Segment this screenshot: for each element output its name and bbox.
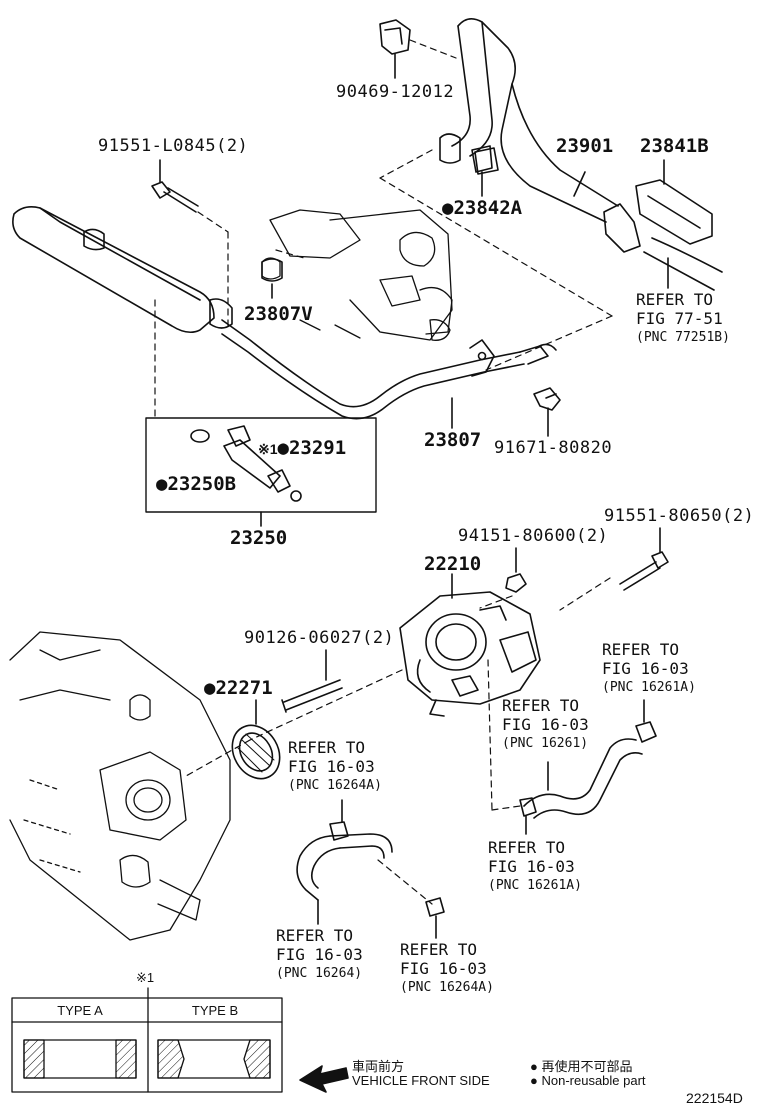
table-header-type-a: TYPE A bbox=[57, 1003, 103, 1018]
clamp-23842A bbox=[471, 145, 493, 197]
figure-id: 222154D bbox=[686, 1090, 743, 1106]
hose-23901 bbox=[439, 18, 619, 223]
clip-90469 bbox=[379, 19, 411, 79]
engine-block bbox=[9, 631, 231, 941]
legend-non-reusable-jp: ● 再使用不可部品 bbox=[530, 1059, 633, 1074]
ref-fig-16-03-16264A-bottom: REFER TO FIG 16-03 (PNC 16264A) bbox=[400, 940, 494, 995]
non-reusable-bullet: ● bbox=[530, 1059, 538, 1074]
ref-fig-16-03-16264A-mid: REFER TO FIG 16-03 (PNC 16264A) bbox=[288, 738, 382, 793]
label-23807V: 23807V bbox=[244, 303, 313, 325]
intake-manifold bbox=[261, 209, 453, 341]
label-91551-L0845: 91551-L0845(2) bbox=[98, 136, 249, 156]
table-note-mark: ※1 bbox=[136, 970, 155, 985]
non-reusable-bullet: ● bbox=[442, 197, 454, 219]
label-23250: 23250 bbox=[230, 527, 288, 549]
nut-94151 bbox=[505, 547, 527, 593]
front-label-en: VEHICLE FRONT SIDE bbox=[352, 1073, 490, 1088]
dashed-leaders bbox=[154, 39, 613, 905]
label-22210: 22210 bbox=[424, 553, 482, 575]
note-mark: ※1 bbox=[258, 441, 278, 457]
front-arrow-icon bbox=[299, 1065, 349, 1093]
table-header-type-b: TYPE B bbox=[191, 1003, 239, 1018]
stud-90126 bbox=[281, 649, 343, 713]
front-label-jp: 車両前方 bbox=[352, 1059, 405, 1074]
legend-non-reusable-en: ● Non-reusable part bbox=[530, 1073, 646, 1088]
label-91551-80650: 91551-80650(2) bbox=[604, 506, 755, 526]
hose-16264 bbox=[296, 799, 445, 939]
label-23807: 23807 bbox=[424, 429, 482, 451]
bushing-23807V bbox=[261, 258, 283, 299]
gasket-22271 bbox=[231, 699, 281, 780]
ref-fig-16-03-16261A-top: REFER TO FIG 16-03 (PNC 16261A) bbox=[602, 640, 696, 695]
label-90126-06027: 90126-06027(2) bbox=[244, 628, 395, 648]
throttle-body-22210 bbox=[399, 573, 541, 717]
label-23291: ※1●23291 bbox=[258, 437, 347, 459]
label-23842A: ●23842A bbox=[442, 197, 523, 219]
bolt-91551-80650 bbox=[619, 527, 669, 591]
label-23901: 23901 bbox=[556, 135, 614, 157]
connector-23841B bbox=[603, 159, 723, 291]
type-table bbox=[11, 987, 283, 1093]
label-23250B: ●23250B bbox=[156, 473, 237, 495]
ref-fig-16-03-16264: REFER TO FIG 16-03 (PNC 16264) bbox=[276, 926, 363, 981]
non-reusable-bullet: ● bbox=[204, 677, 216, 699]
bolt-91671 bbox=[533, 387, 561, 437]
non-reusable-bullet: ● bbox=[156, 473, 168, 495]
non-reusable-bullet: ● bbox=[277, 437, 289, 459]
ref-fig-16-03-16261A-bottom: REFER TO FIG 16-03 (PNC 16261A) bbox=[488, 838, 582, 893]
label-23841B: 23841B bbox=[640, 135, 709, 157]
hose-16261 bbox=[519, 699, 657, 835]
ref-fig-77-51: REFER TO FIG 77-51 (PNC 77251B) bbox=[636, 290, 730, 345]
label-90469-12012: 90469-12012 bbox=[336, 82, 455, 102]
bolt-91551-L0845 bbox=[151, 159, 199, 213]
ref-fig-16-03-16261: REFER TO FIG 16-03 (PNC 16261) bbox=[502, 696, 589, 751]
label-22271: ●22271 bbox=[204, 677, 273, 699]
non-reusable-bullet: ● bbox=[530, 1073, 538, 1088]
injector-box-23250 bbox=[145, 417, 377, 527]
label-91671-80820: 91671-80820 bbox=[494, 438, 613, 458]
label-94151-80600: 94151-80600(2) bbox=[458, 526, 609, 546]
